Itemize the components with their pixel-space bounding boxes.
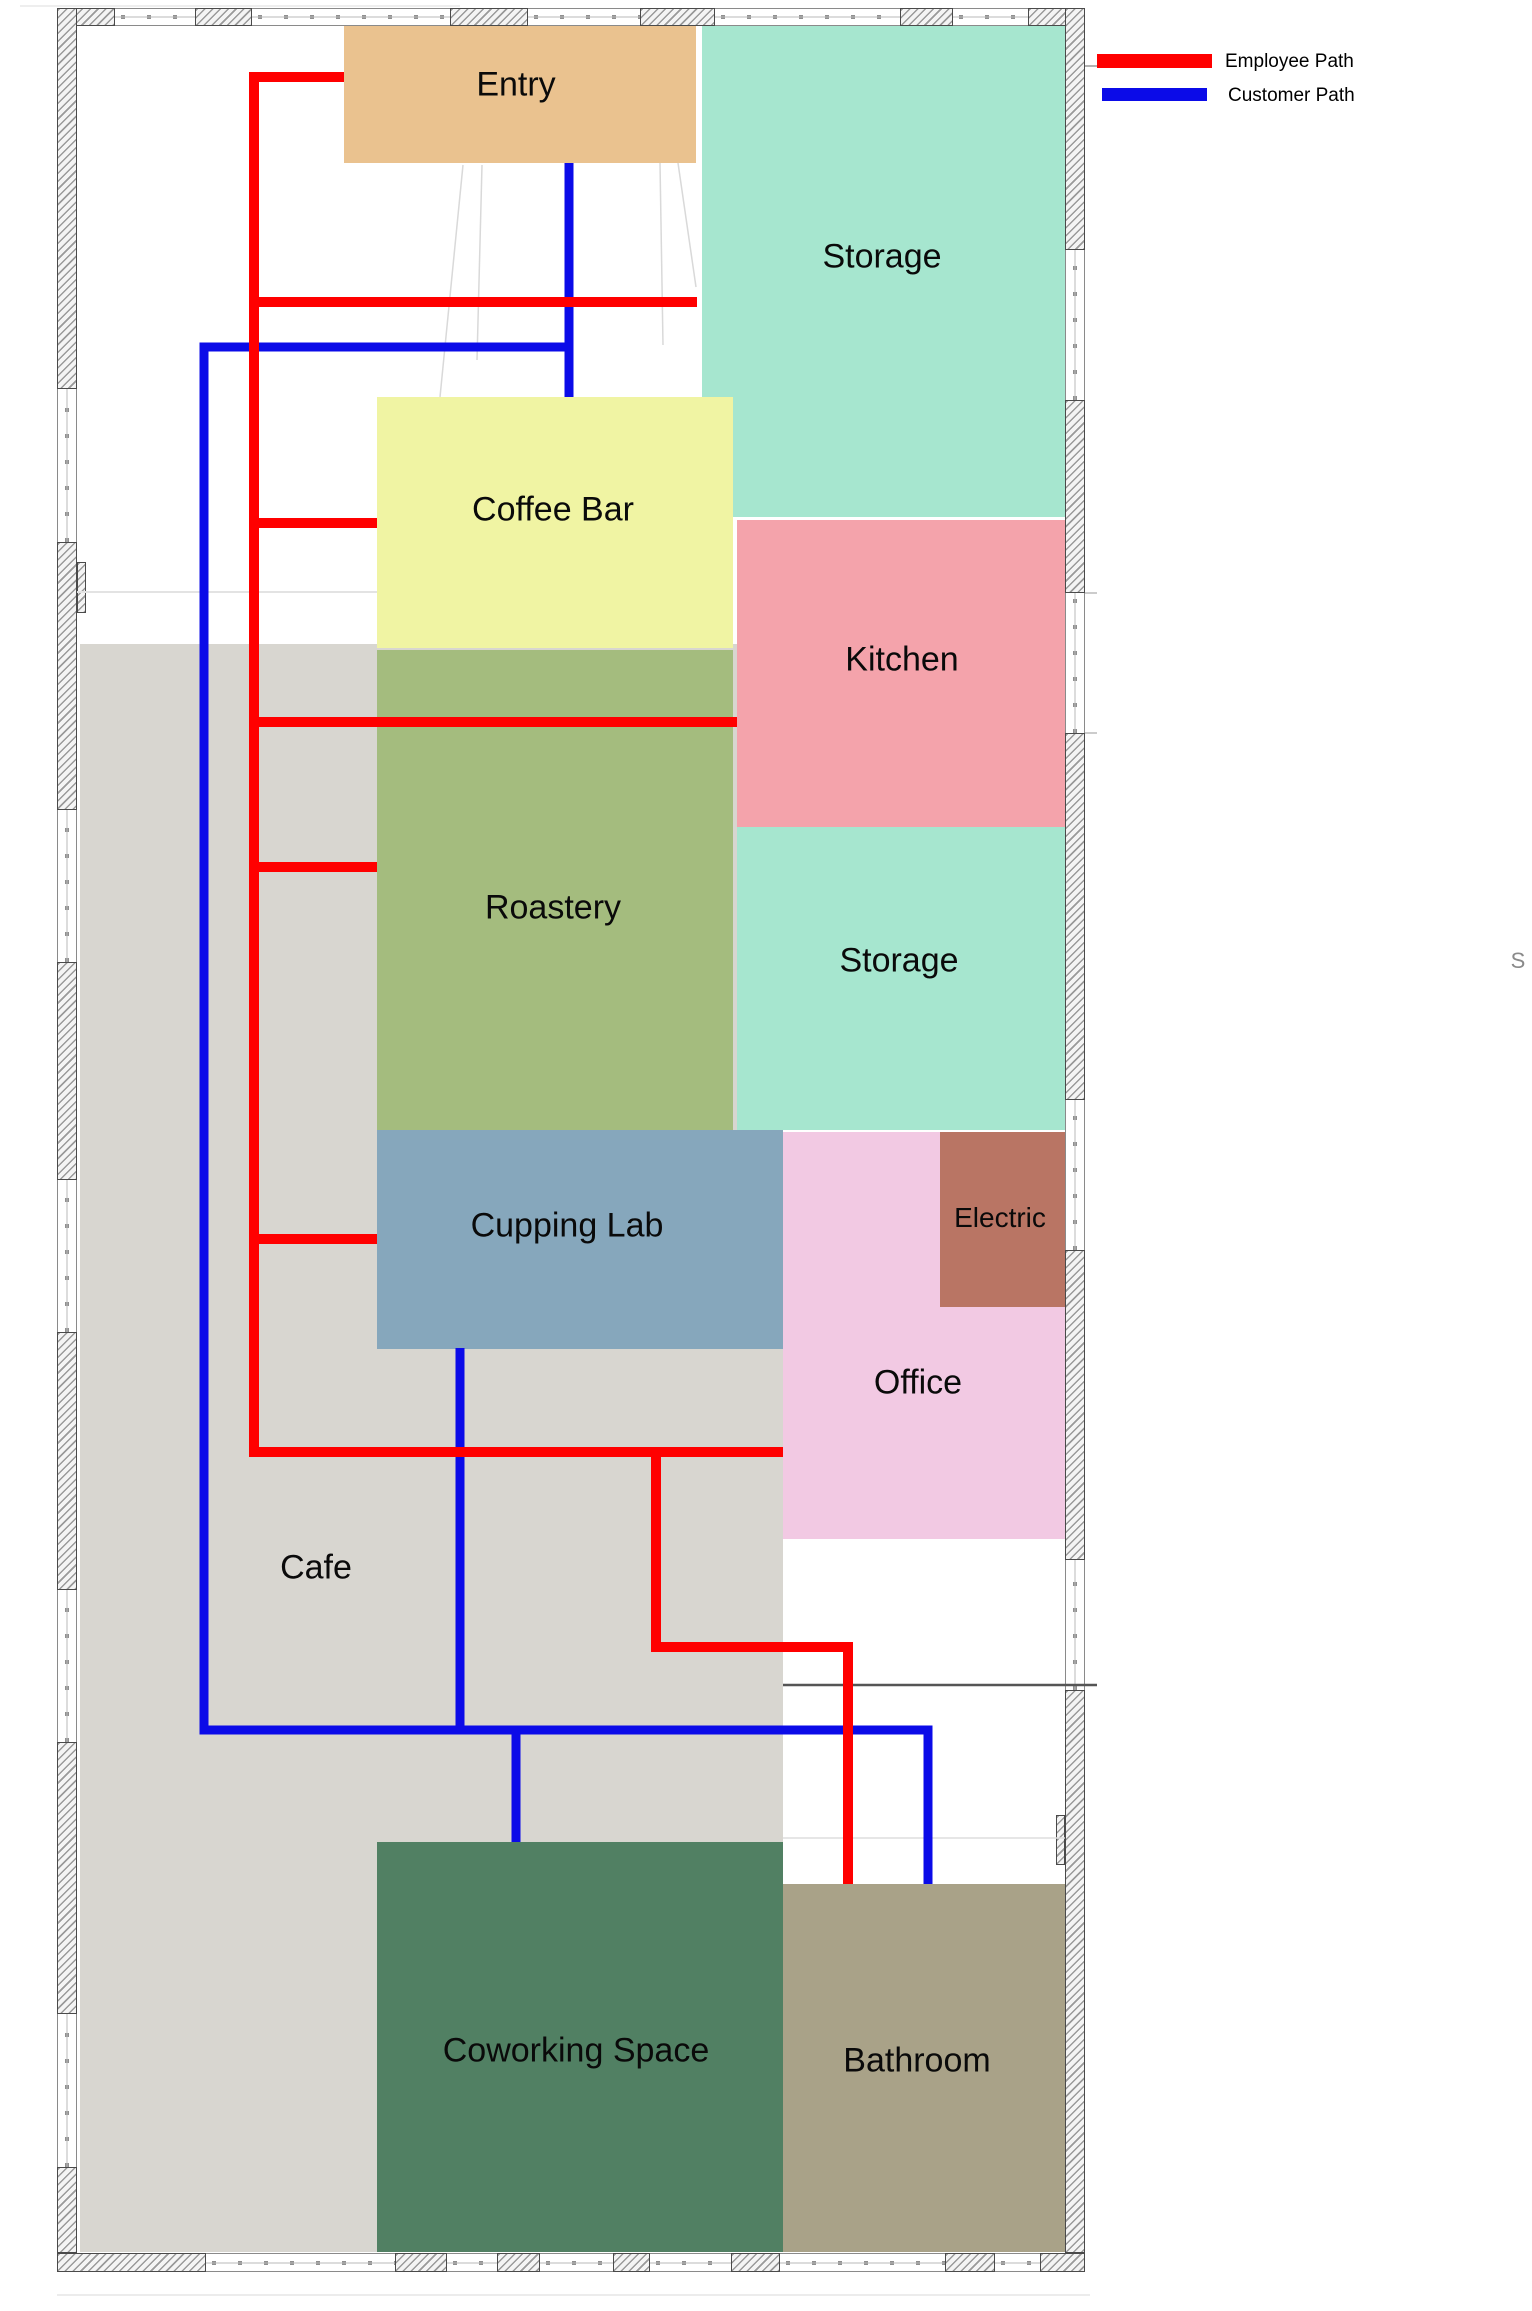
- floorplan-detail-line: [476, 164, 483, 361]
- wall-bottom-segment-masonry: [945, 2253, 995, 2272]
- room-label-electric: Electric: [954, 1202, 1046, 1233]
- wall-left-segment-masonry: [57, 1742, 77, 2014]
- stray-text-s: S: [1510, 948, 1526, 973]
- wall-left-segment-window: [57, 2014, 77, 2167]
- room-bathroom: [783, 1884, 1065, 2252]
- wall-right-segment-masonry: [1065, 1690, 1085, 2253]
- wall-bottom-segment-window: [650, 2253, 731, 2272]
- wall-left-segment-masonry: [57, 962, 77, 1180]
- wall-left-segment-window: [57, 1180, 77, 1332]
- wall-top-segment-window: [252, 8, 450, 26]
- room-label-office: Office: [873, 1363, 963, 1402]
- wall-right-segment-masonry: [1065, 8, 1085, 250]
- wall-top-segment-window: [528, 8, 640, 26]
- room-label-bathroom: Bathroom: [843, 2041, 991, 2080]
- legend-label-customer: Customer Path: [1228, 85, 1355, 106]
- floorplan-detail-line: [439, 164, 464, 398]
- wall-top-segment-masonry: [450, 8, 528, 26]
- wall-bottom-segment-window: [780, 2253, 945, 2272]
- floorplan-detail-line: [659, 162, 664, 346]
- wall-right-segment-window: [1065, 250, 1085, 400]
- wall-bottom-segment-masonry: [57, 2253, 206, 2272]
- wall-left-segment-masonry: [57, 8, 77, 389]
- wall-bottom-segment-window: [206, 2253, 395, 2272]
- room-label-roastery: Roastery: [484, 888, 622, 927]
- wall-left-segment-window: [57, 810, 77, 962]
- wall-left-segment-window: [57, 1590, 77, 1742]
- wall-bottom-segment-masonry: [395, 2253, 447, 2272]
- wall-bottom-segment-window: [540, 2253, 613, 2272]
- room-label-cupping-lab: Cupping Lab: [470, 1206, 664, 1245]
- wall-right-segment-window: [1065, 1560, 1085, 1690]
- wall-right-segment-masonry: [1065, 400, 1085, 593]
- wall-top-segment-masonry: [900, 8, 953, 26]
- wall-left-segment-window: [57, 389, 77, 542]
- room-label-storage-mid: Storage: [839, 941, 959, 980]
- wall-pilaster: [77, 562, 86, 613]
- wall-bottom-segment-masonry: [1040, 2253, 1085, 2272]
- wall-left-segment-masonry: [57, 1332, 77, 1590]
- wall-left-segment-masonry: [57, 542, 77, 810]
- wall-right-segment-masonry: [1065, 733, 1085, 1100]
- wall-right-segment-window: [1065, 1100, 1085, 1250]
- wall-bottom-segment-masonry: [497, 2253, 540, 2272]
- wall-top-segment-masonry: [195, 8, 252, 26]
- wall-bottom-segment-window: [995, 2253, 1040, 2272]
- wall-bottom-segment-masonry: [731, 2253, 780, 2272]
- wall-right-segment-masonry: [1065, 1250, 1085, 1560]
- room-label-entry: Entry: [476, 65, 556, 104]
- wall-pilaster: [1056, 1815, 1065, 1865]
- room-label-coworking: Coworking Space: [442, 2031, 710, 2070]
- wall-bottom-segment-masonry: [613, 2253, 650, 2272]
- legend-label-employee: Employee Path: [1225, 51, 1354, 72]
- wall-bottom-segment-window: [447, 2253, 497, 2272]
- room-electric: [940, 1132, 1065, 1307]
- wall-right-segment-window: [1065, 593, 1085, 733]
- room-label-coffee-bar: Coffee Bar: [472, 490, 634, 529]
- legend-swatch-customer: [1102, 88, 1207, 101]
- wall-top-segment-window: [715, 8, 900, 26]
- wall-top-segment-window: [953, 8, 1028, 26]
- room-label-storage-top: Storage: [822, 237, 942, 276]
- room-label-kitchen: Kitchen: [845, 640, 959, 679]
- legend-swatch-employee: [1097, 54, 1212, 68]
- floorplan-detail-line: [677, 162, 697, 288]
- wall-left-segment-masonry: [57, 2167, 77, 2253]
- room-label-cafe: Cafe: [280, 1548, 352, 1587]
- wall-top-segment-masonry: [640, 8, 715, 26]
- wall-top-segment-window: [115, 8, 195, 26]
- room-coworking: [377, 1842, 783, 2252]
